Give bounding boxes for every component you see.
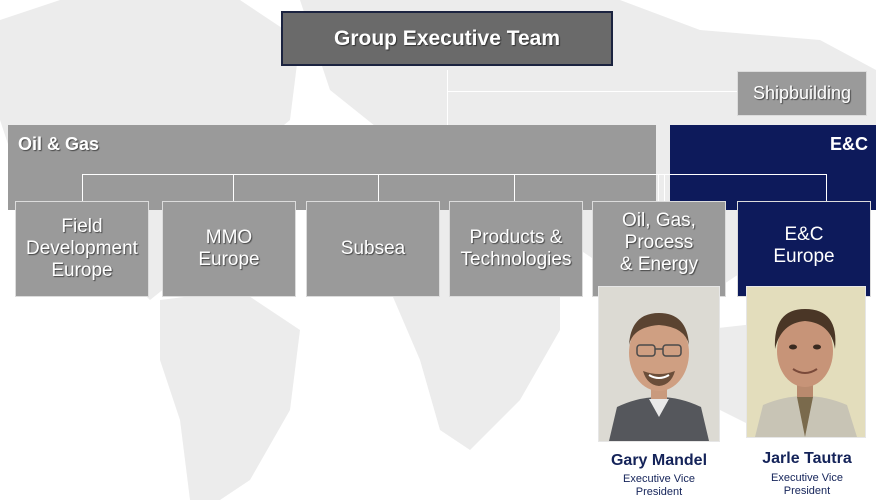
portrait-jarle-tautra-graphic: [747, 287, 865, 437]
unit-ogpe-line-2: Process: [624, 232, 694, 253]
executive-role-gary-line-2: President: [635, 486, 683, 498]
division-oil-gas: Oil & Gas: [8, 125, 656, 210]
unit-ec-europe-line-2: Europe: [773, 246, 835, 267]
unit-mmo-line-2: Europe: [198, 249, 260, 270]
executive-name-jarle-tautra: Jarle Tautra: [762, 450, 852, 467]
connector-drop-5: [658, 174, 659, 201]
unit-field-development-line-3: Europe: [51, 260, 113, 281]
unit-field-development-line-2: Development: [26, 238, 138, 259]
portrait-gary-mandel-graphic: [599, 287, 719, 441]
division-oil-gas-label: Oil & Gas: [18, 134, 100, 154]
connector-top-vertical: [447, 70, 448, 174]
connector-ec-drop: [826, 174, 827, 201]
group-executive-team-label: Group Executive Team: [333, 26, 561, 50]
group-executive-team-box: Group Executive Team: [281, 11, 613, 66]
shipbuilding-box: Shipbuilding: [737, 71, 867, 116]
executive-role-gary-line-1: Executive Vice: [623, 473, 695, 485]
unit-ogpe-line-1: Oil, Gas,: [622, 210, 696, 231]
unit-ec-europe-line-1: E&C: [784, 224, 824, 245]
unit-mmo-europe: MMO Europe: [162, 201, 296, 297]
unit-products-technologies: Products & Technologies: [449, 201, 583, 297]
shipbuilding-label: Shipbuilding: [752, 83, 852, 103]
unit-e-c-europe: E&C Europe: [737, 201, 871, 297]
unit-subsea-line-1: Subsea: [340, 238, 406, 259]
division-e-c: E&C: [670, 125, 876, 210]
unit-field-development-line-1: Field: [61, 216, 103, 237]
connector-drop-3: [378, 174, 379, 201]
connector-shipbuilding: [447, 91, 737, 92]
unit-products-line-2: Technologies: [460, 249, 572, 270]
portrait-jarle-tautra: [746, 286, 866, 438]
connector-ec-vertical: [664, 174, 665, 201]
connector-drop-4: [514, 174, 515, 201]
connector-horizontal-bus: [82, 174, 664, 175]
unit-ogpe-line-3: & Energy: [619, 254, 699, 275]
unit-products-line-1: Products &: [469, 227, 563, 248]
connector-drop-2: [233, 174, 234, 201]
unit-subsea: Subsea: [306, 201, 440, 297]
unit-oil-gas-process-energy: Oil, Gas, Process & Energy: [592, 201, 726, 297]
unit-mmo-line-1: MMO: [205, 227, 253, 248]
portrait-gary-mandel: [598, 286, 720, 442]
division-e-c-label: E&C: [829, 134, 868, 154]
connector-drop-1: [82, 174, 83, 201]
unit-field-development-europe: Field Development Europe: [15, 201, 149, 297]
executive-role-jarle-line-2: President: [783, 485, 831, 497]
executive-name-gary-mandel: Gary Mandel: [610, 452, 708, 469]
connector-ec-horizontal: [664, 174, 826, 175]
executive-role-jarle-line-1: Executive Vice: [771, 472, 843, 484]
